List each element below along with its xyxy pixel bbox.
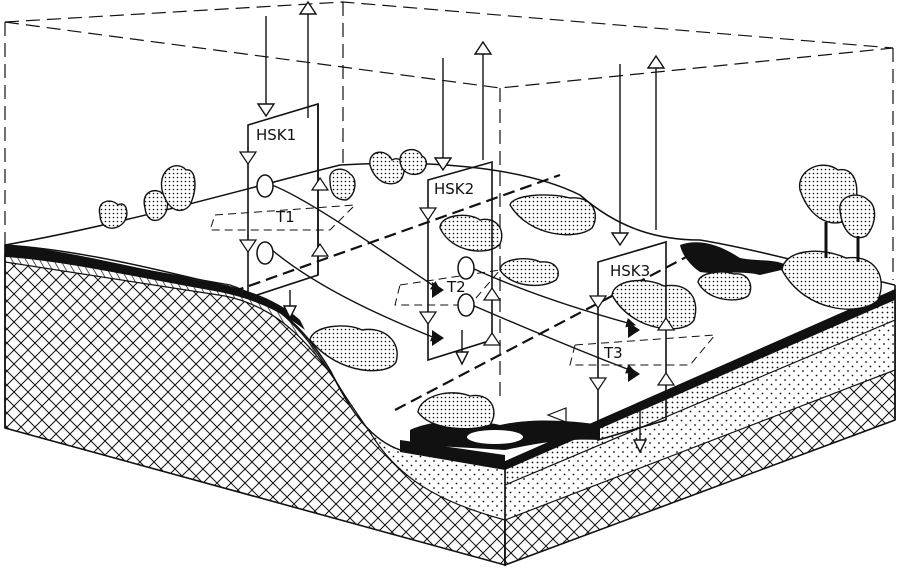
t1-label: T1 (275, 208, 295, 226)
vertical-flux-arrows (256, 0, 666, 454)
block-edges (4, 245, 896, 565)
hsk1-panel: HSK1 T1 (238, 102, 330, 300)
t3-label: T3 (603, 344, 623, 362)
hsk2-label: HSK2 (434, 180, 474, 198)
hsk1-label: HSK1 (256, 126, 296, 144)
frame-dashed (4, 1, 894, 400)
hsk3-panel: HSK3 T3 (546, 240, 676, 442)
hsk2-panel: HSK2 T2 (418, 160, 502, 362)
vegetation (98, 149, 882, 430)
t2-label: T2 (446, 278, 466, 296)
hsk3-label: HSK3 (610, 262, 650, 280)
